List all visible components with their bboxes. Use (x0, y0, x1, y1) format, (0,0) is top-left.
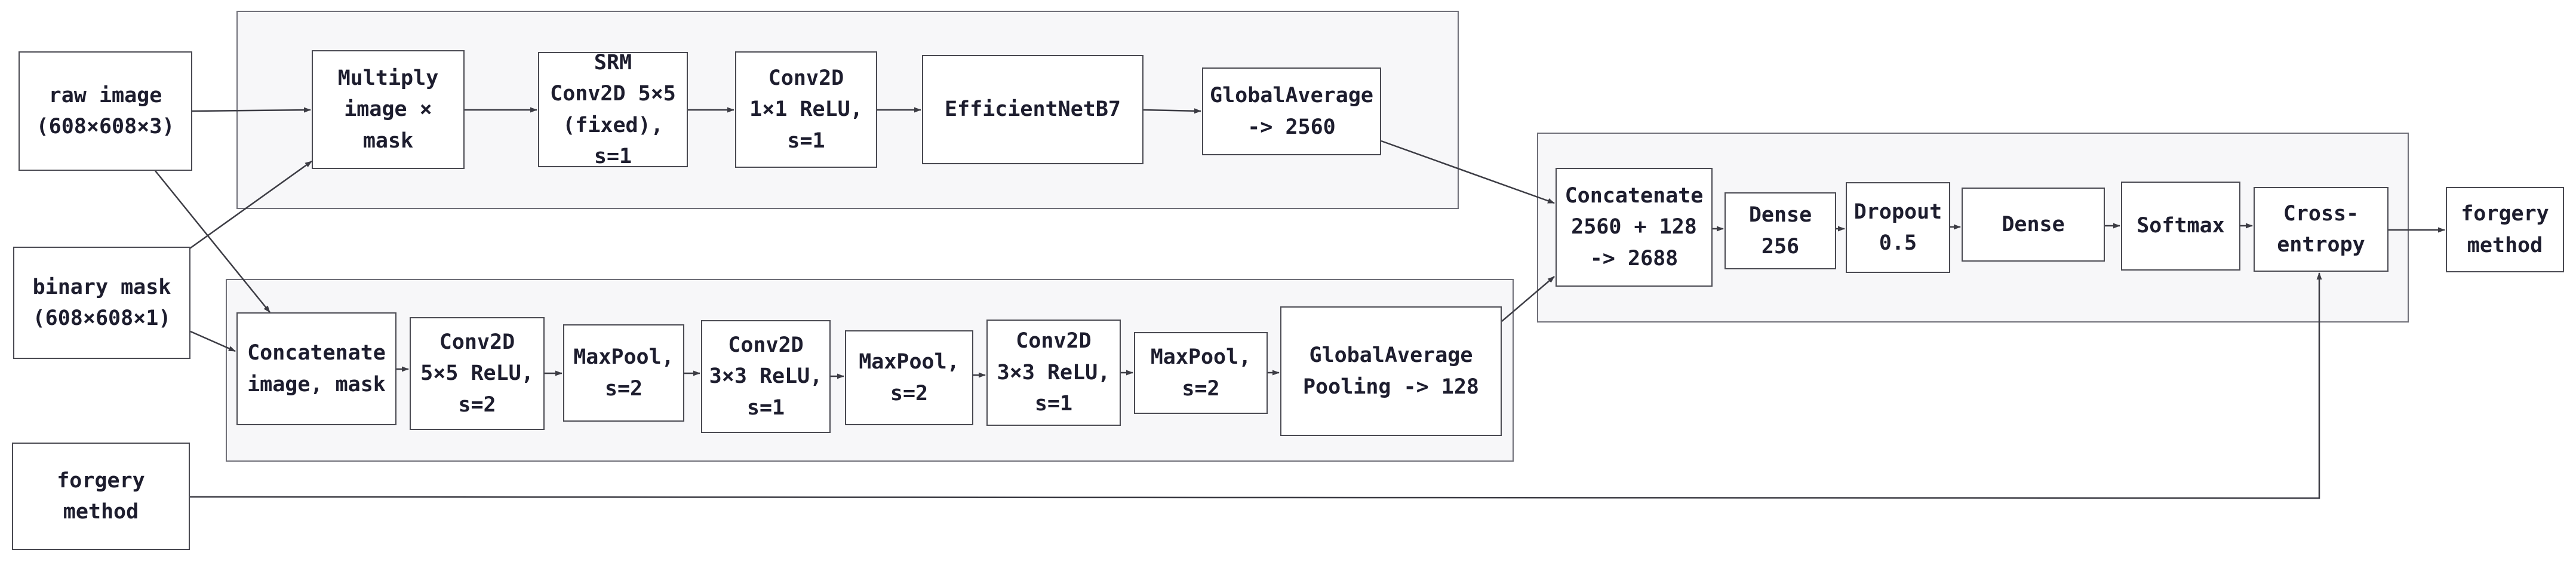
concatenate-features-node: Concatenate 2560 + 128 -> 2688 (1556, 168, 1713, 287)
global-average-top-node: GlobalAverage -> 2560 (1202, 67, 1381, 155)
cross-entropy-node: Cross- entropy (2254, 187, 2389, 272)
srm-conv-node: SRM Conv2D 5×5 (fixed), s=1 (538, 51, 688, 168)
forgery-method-input: forgery method (12, 443, 190, 550)
efficientnet-node: EfficientNetB7 (922, 55, 1143, 164)
edge-raw-to-concat-input (155, 170, 270, 313)
edge-raw-to-multiply (192, 107, 311, 113)
concatenate-input-node: Concatenate image, mask (236, 312, 396, 425)
edge-efficientnet-to-gap (1143, 108, 1201, 114)
edge-gap-top-to-concat (1381, 140, 1555, 204)
edge-mask-to-multiply (187, 160, 312, 251)
conv2d-3x3-1-node: Conv2D 3×3 ReLU, s=1 (701, 320, 831, 433)
edge-gap-bottom-to-concat (1501, 276, 1555, 322)
maxpool-2-node: MaxPool, s=2 (845, 330, 973, 425)
raw-image-input: raw image (608×608×3) (19, 51, 192, 171)
maxpool-1-node: MaxPool, s=2 (563, 324, 684, 422)
edge-forgery-to-crossentropy (189, 272, 2322, 499)
softmax-node: Softmax (2121, 182, 2240, 271)
edge-mask-to-concat-input (190, 330, 236, 352)
multiply-node: Multiply image × mask (312, 50, 465, 169)
dense-256-node: Dense 256 (1724, 192, 1836, 269)
maxpool-3-node: MaxPool, s=2 (1134, 332, 1268, 414)
conv2d-5x5-node: Conv2D 5×5 ReLU, s=2 (410, 317, 545, 430)
dense-node: Dense (1962, 188, 2105, 262)
conv2d-3x3-2-node: Conv2D 3×3 ReLU, s=1 (986, 320, 1121, 426)
forgery-method-output: forgery method (2446, 187, 2564, 272)
global-average-bottom-node: GlobalAverage Pooling -> 128 (1280, 306, 1502, 436)
conv2d-1x1-node: Conv2D 1×1 ReLU, s=1 (735, 51, 877, 168)
dropout-node: Dropout 0.5 (1846, 182, 1950, 273)
binary-mask-input: binary mask (608×608×1) (13, 247, 190, 359)
